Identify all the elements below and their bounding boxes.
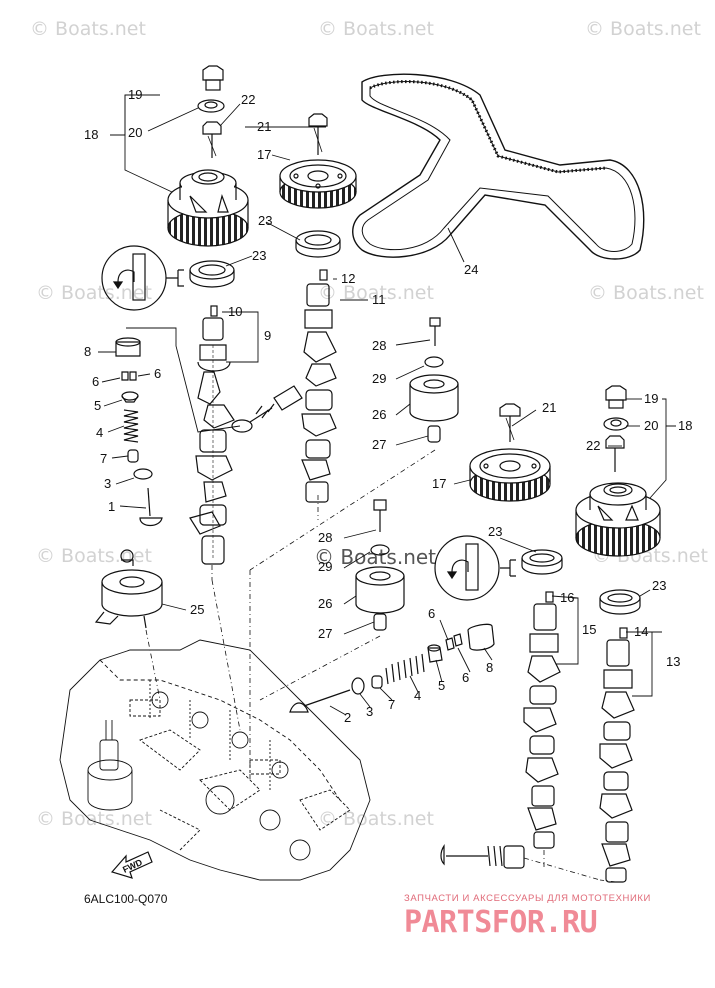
callout-20: 20	[128, 125, 142, 140]
callout-28: 28	[318, 530, 332, 545]
upper-middle-camshaft	[301, 269, 337, 503]
callout-19: 19	[128, 87, 142, 102]
callout-6: 6	[154, 366, 161, 381]
callout-1: 1	[108, 499, 115, 514]
right-cam-pulley-assembly	[575, 385, 661, 557]
callout-5: 5	[438, 678, 445, 693]
callout-labels: 19 20 18 22 21 17 23 23 12 11 10 9 8 6 6…	[84, 87, 692, 875]
callout-17: 17	[432, 476, 446, 491]
callout-9: 9	[264, 328, 271, 343]
fwd-arrow	[110, 851, 153, 879]
idler-stack-lower	[355, 499, 405, 631]
watermark: © Boats.net	[318, 282, 434, 304]
watermark: © Boats.net	[36, 282, 152, 304]
callout-5: 5	[94, 398, 101, 413]
callout-7: 7	[100, 451, 107, 466]
callout-2: 2	[344, 710, 351, 725]
callout-18: 18	[84, 127, 98, 142]
watermark: © Boats.net	[318, 808, 434, 830]
callout-29: 29	[372, 371, 386, 386]
watermark: © Boats.net	[30, 18, 146, 40]
callout-19: 19	[644, 391, 658, 406]
oil-seal	[189, 260, 235, 288]
callout-13: 13	[666, 654, 680, 669]
callout-27: 27	[318, 626, 332, 641]
callout-4: 4	[414, 688, 421, 703]
callout-23: 23	[258, 213, 272, 228]
callout-29: 29	[318, 559, 332, 574]
callout-3: 3	[366, 704, 373, 719]
callout-7: 7	[388, 697, 395, 712]
callout-22: 22	[241, 92, 255, 107]
callout-23: 23	[652, 578, 666, 593]
callout-4: 4	[96, 425, 103, 440]
watermark: © Boats.net	[585, 18, 701, 40]
detail-inset	[101, 245, 184, 311]
callout-6: 6	[428, 606, 435, 621]
timing-belt	[352, 73, 645, 260]
callout-10: 10	[228, 304, 242, 319]
lower-valve-row	[289, 623, 495, 713]
leader-lines	[98, 94, 676, 716]
callout-16: 16	[560, 590, 574, 605]
idler-stack-upper	[409, 317, 459, 443]
oil-seal	[521, 549, 563, 575]
oil-seal	[295, 230, 341, 258]
callout-18: 18	[678, 418, 692, 433]
belt-tensioner	[94, 549, 163, 629]
callout-14: 14	[634, 624, 648, 639]
callout-26: 26	[372, 407, 386, 422]
callout-11: 11	[372, 292, 386, 307]
lower-middle-camshaft	[523, 591, 561, 849]
upper-cam-sprocket	[279, 113, 357, 209]
callout-15: 15	[582, 622, 596, 637]
valve-assembly	[231, 385, 303, 433]
watermark: © Boats.net	[36, 808, 152, 830]
callout-25: 25	[190, 602, 204, 617]
watermark: © Boats.net	[588, 282, 704, 304]
watermark: © Boats.net	[318, 18, 434, 40]
brand-tagline: ЗАПЧАСТИ И АКСЕССУАРЫ ДЛЯ МОТОТЕХНИКИ	[404, 893, 651, 904]
callout-26: 26	[318, 596, 332, 611]
callout-21: 21	[257, 119, 271, 134]
callout-24: 24	[464, 262, 478, 277]
diagram-code: 6ALC100-Q070	[84, 892, 168, 906]
callout-12: 12	[341, 271, 355, 286]
callout-27: 27	[372, 437, 386, 452]
callout-21: 21	[542, 400, 556, 415]
callout-6: 6	[92, 374, 99, 389]
locator-lines	[145, 449, 617, 883]
brand-logo[interactable]: PARTSFOR.RU	[404, 905, 598, 940]
right-camshaft	[599, 627, 635, 883]
left-camshaft	[189, 305, 235, 565]
watermark: © Boats.net	[36, 545, 152, 567]
callout-20: 20	[644, 418, 658, 433]
callout-23: 23	[488, 524, 502, 539]
callout-28: 28	[372, 338, 386, 353]
callout-6: 6	[462, 670, 469, 685]
watermark-center: © Boats.net	[314, 545, 437, 569]
callout-8: 8	[486, 660, 493, 675]
callout-22: 22	[586, 438, 600, 453]
detail-inset	[434, 535, 516, 601]
callout-17: 17	[257, 147, 271, 162]
oil-seal	[599, 589, 641, 615]
exhaust-valve-lower	[440, 844, 525, 869]
callout-3: 3	[104, 476, 111, 491]
callout-8: 8	[84, 344, 91, 359]
left-cam-pulley-assembly	[167, 65, 249, 247]
cylinder-head	[59, 639, 371, 881]
lower-cam-sprocket	[469, 403, 551, 502]
callout-23: 23	[252, 248, 266, 263]
